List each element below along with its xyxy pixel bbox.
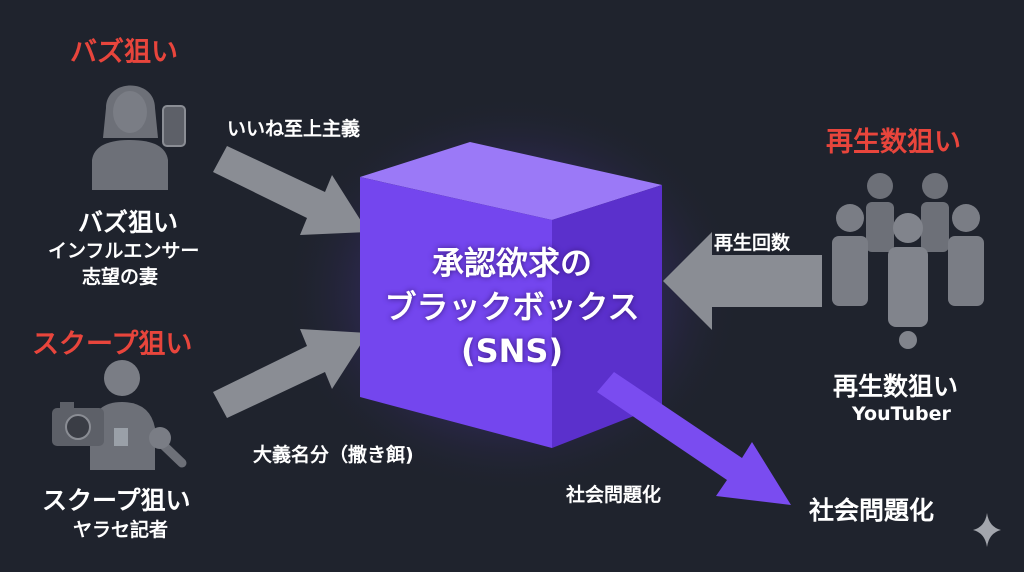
cube-right-face — [552, 185, 662, 448]
black-box-cube — [360, 142, 662, 448]
arrow-likes — [213, 146, 368, 235]
arrow-social-issue — [597, 372, 791, 505]
center-label-line2: ブラックボックス — [384, 288, 640, 326]
sparkle-icon — [973, 513, 1001, 547]
arrow-play-count — [663, 232, 822, 330]
center-label: 承認欲求の ブラックボックス (SNS) — [352, 241, 672, 373]
buzz-desc-line2: 志望の妻 — [82, 266, 159, 288]
scoop-name: スクープ狙い — [42, 486, 191, 515]
center-label-line3: (SNS) — [460, 332, 564, 370]
views-name: 再生数狙い — [833, 372, 959, 401]
arrow-pretext — [213, 329, 368, 418]
center-label-line1: 承認欲求の — [431, 244, 592, 282]
views-desc-line1: YouTuber — [852, 403, 951, 425]
buzz-name: バズ狙い — [78, 208, 179, 237]
buzz-header: バズ狙い — [70, 37, 178, 68]
arrow-social-issue-label: 社会問題化 — [566, 484, 662, 506]
cube-top-face — [360, 142, 662, 220]
crowd-of-people-icon — [832, 173, 984, 349]
scoop-desc-line1: ヤラセ記者 — [73, 519, 169, 541]
reporter-with-camera-icon — [52, 360, 187, 470]
arrow-play-count-label: 再生回数 — [714, 232, 791, 254]
views-header: 再生数狙い — [826, 127, 961, 158]
woman-with-smartphone-icon — [92, 85, 186, 190]
scoop-header: スクープ狙い — [32, 329, 193, 360]
cube-left-face — [360, 177, 552, 448]
buzz-desc-line1: インフルエンサー — [48, 240, 200, 262]
arrow-likes-label: いいね至上主義 — [227, 118, 361, 140]
arrow-pretext-label: 大義名分（撒き餌) — [253, 444, 414, 466]
outcome-label: 社会問題化 — [809, 496, 935, 525]
